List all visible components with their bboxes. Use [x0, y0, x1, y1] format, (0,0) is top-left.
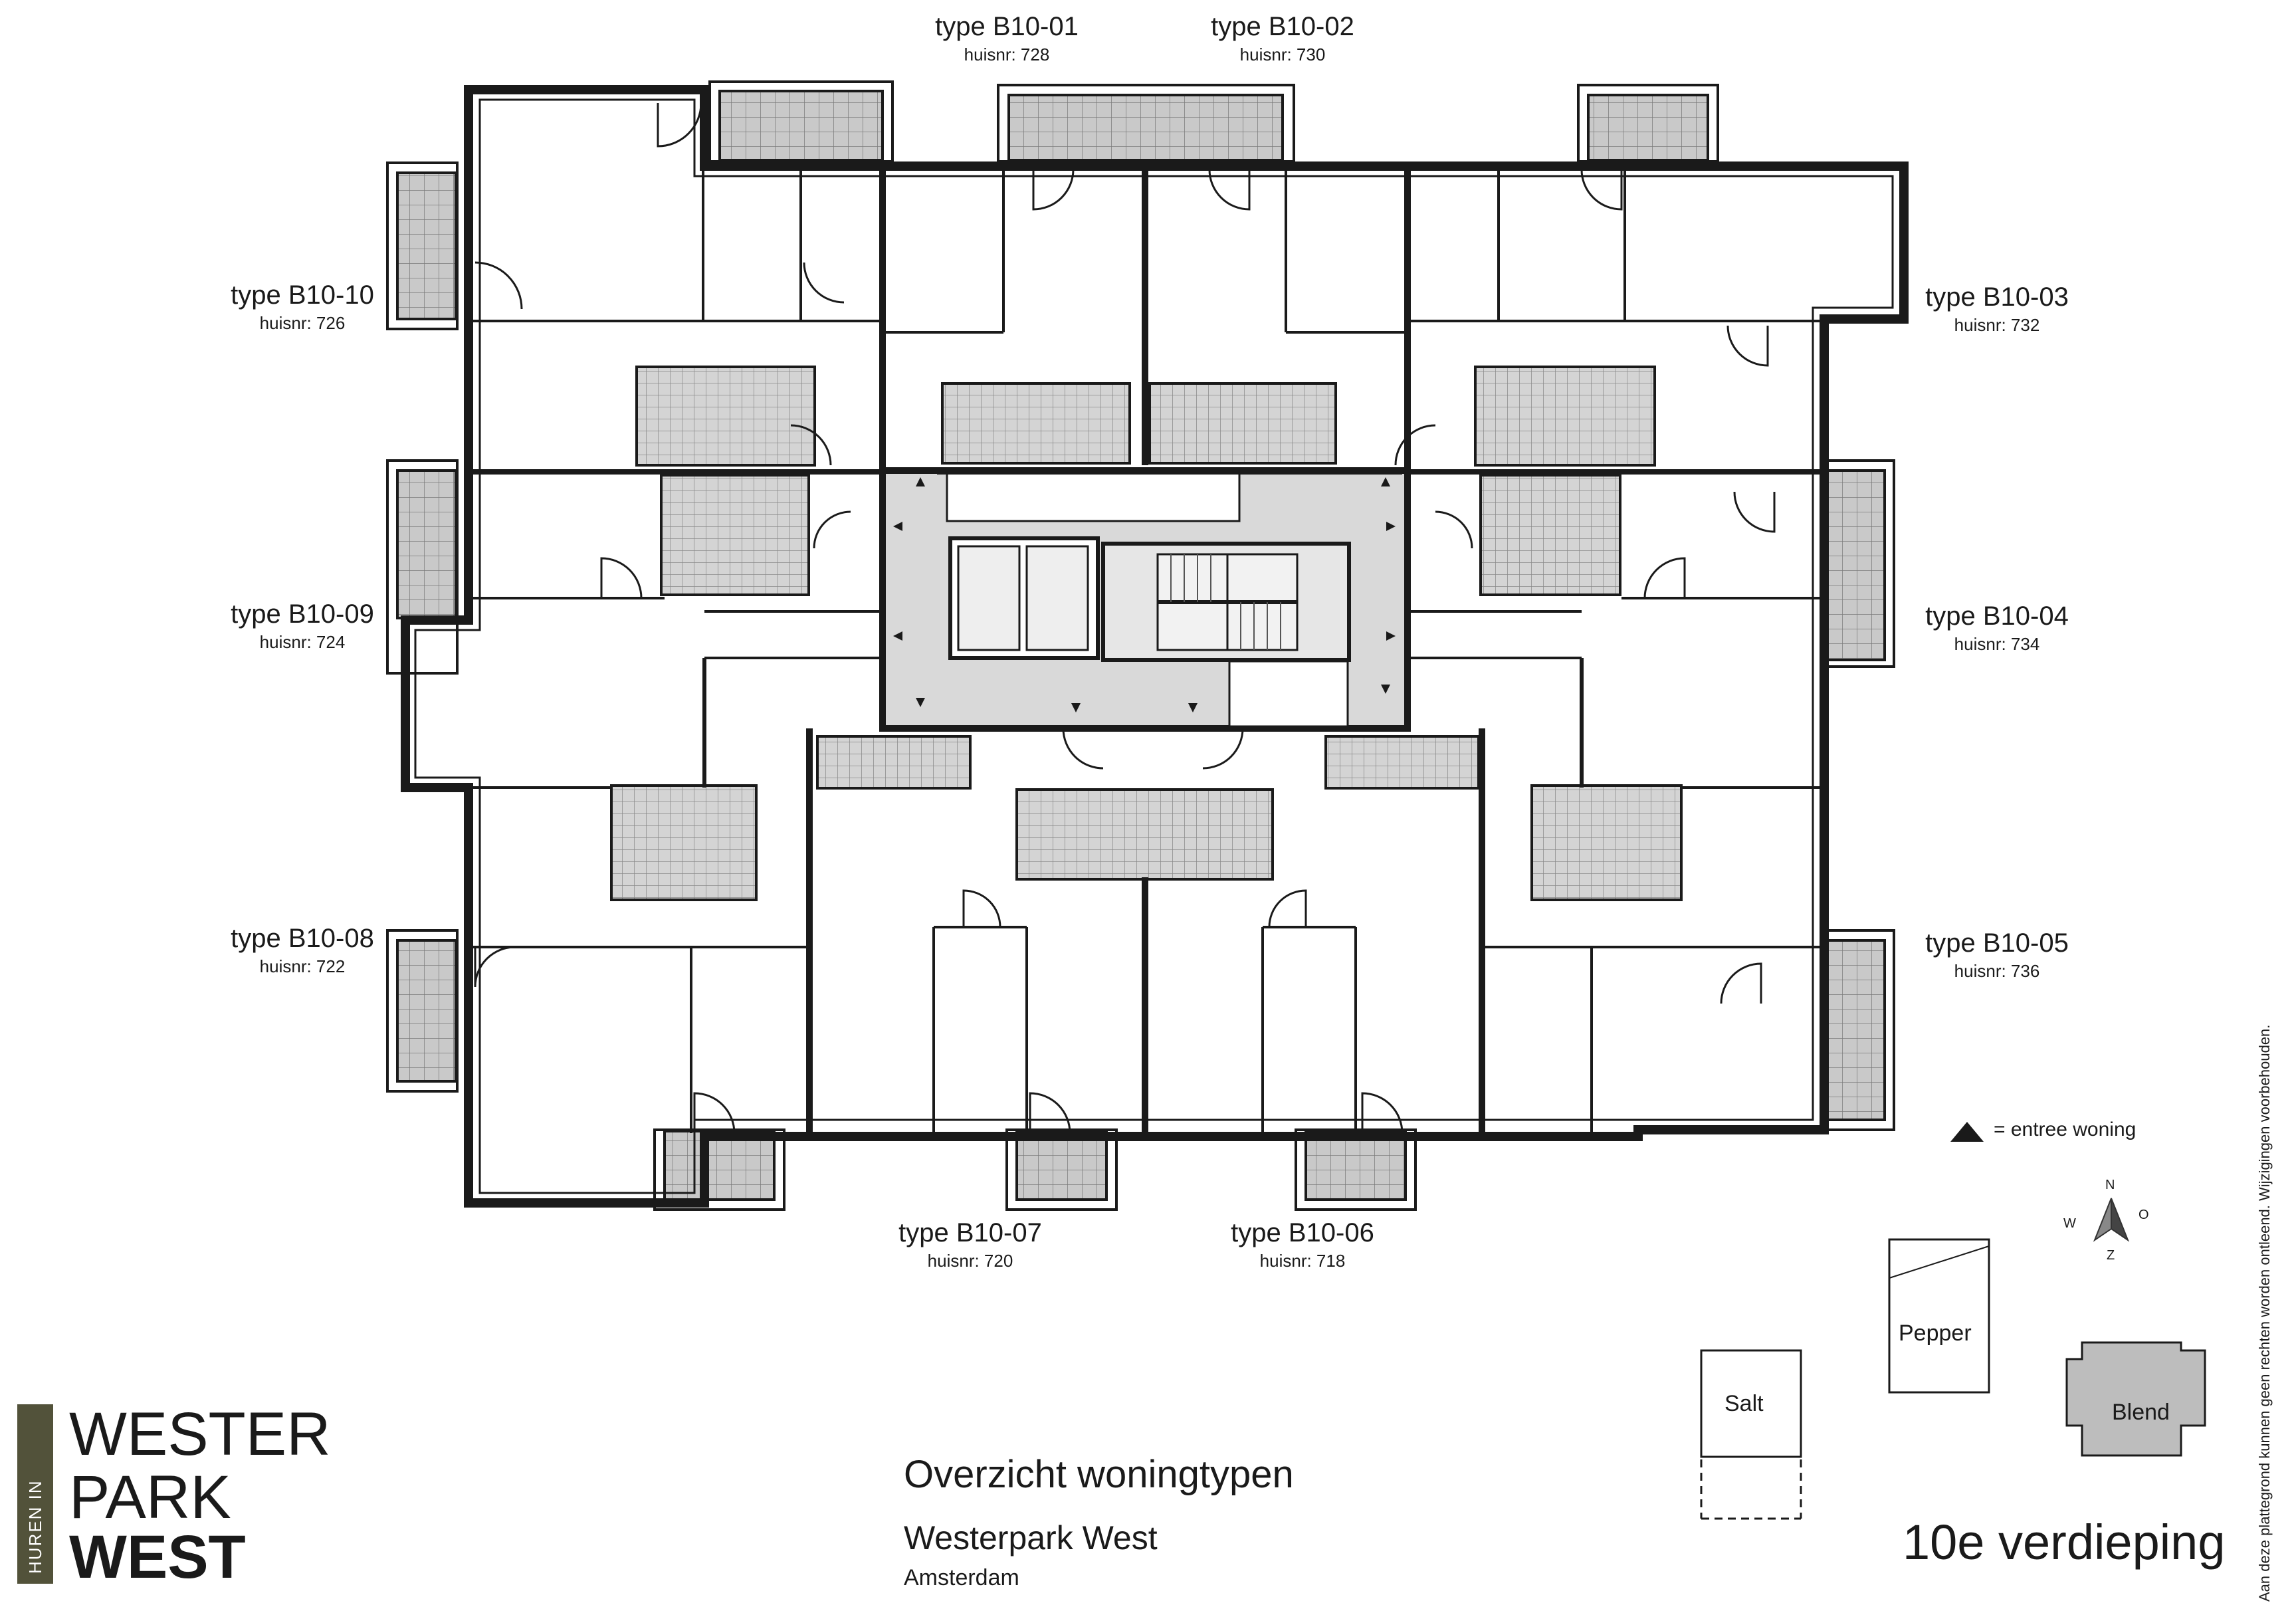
balcony: [396, 939, 457, 1083]
entrance-legend-icon: [1950, 1122, 1984, 1142]
unit-huisnr: huisnr: 730: [1239, 45, 1326, 64]
unit-label-b10-06: type B10-06 huisnr: 718: [1176, 1218, 1429, 1271]
unit-huisnr: huisnr: 718: [1259, 1251, 1346, 1271]
unit-type: type B10-03: [1925, 282, 2069, 312]
unit-type: type B10-01: [935, 12, 1079, 41]
unit-huisnr: huisnr: 720: [927, 1251, 1013, 1271]
balcony: [1015, 1130, 1108, 1201]
unit-type: type B10-10: [231, 280, 374, 310]
unit-label-b10-04: type B10-04 huisnr: 734: [1884, 601, 2110, 655]
balcony: [396, 469, 457, 619]
entrance-markers: [893, 477, 1396, 712]
stair-treads: [1170, 554, 1281, 650]
balcony: [1825, 469, 1886, 661]
site-plan: [1700, 1238, 2206, 1520]
unit-label-b10-05: type B10-05 huisnr: 736: [1884, 928, 2110, 982]
door-swings: [474, 102, 1776, 1134]
balcony: [1825, 939, 1886, 1121]
unit-label-b10-10: type B10-10 huisnr: 726: [189, 280, 415, 334]
unit-type: type B10-04: [1925, 601, 2069, 631]
unit-type: type B10-02: [1211, 12, 1354, 41]
unit-type: type B10-06: [1231, 1218, 1374, 1247]
compass-n: N: [2105, 1178, 2115, 1192]
logo-line-3: WEST: [69, 1523, 246, 1591]
project-name: Westerpark West: [904, 1519, 1158, 1556]
unit-label-b10-09: type B10-09 huisnr: 724: [189, 599, 415, 653]
unit-type: type B10-09: [231, 599, 374, 629]
page-title: Overzicht woningtypen: [904, 1453, 1294, 1496]
unit-label-b10-03: type B10-03 huisnr: 732: [1884, 282, 2110, 336]
entrance-legend-label: = entree woning: [1994, 1119, 2137, 1140]
balconies: [386, 80, 1895, 1211]
blend-label: Blend: [2112, 1400, 2170, 1425]
unit-huisnr: huisnr: 726: [259, 313, 346, 333]
balcony: [718, 90, 884, 161]
unit-type: type B10-07: [898, 1218, 1042, 1247]
logo-line-2: PARK: [69, 1463, 231, 1531]
unit-huisnr: huisnr: 728: [964, 45, 1050, 64]
interior-walls: [469, 169, 1824, 1133]
logo-tag: HUREN IN: [25, 1479, 45, 1574]
unit-huisnr: huisnr: 722: [259, 956, 346, 976]
unit-type: type B10-05: [1925, 928, 2069, 958]
balcony: [663, 1130, 776, 1201]
compass-w: W: [2063, 1216, 2076, 1231]
compass-icon: [2093, 1198, 2130, 1242]
tiled-bathrooms: [610, 366, 1683, 901]
balcony: [1305, 1130, 1407, 1201]
blend-building: [2065, 1341, 2206, 1457]
central-core: [879, 467, 1411, 732]
unit-label-b10-02: type B10-02 huisnr: 730: [1156, 12, 1409, 65]
pepper-building: [1888, 1238, 1990, 1394]
logo-line-1: WESTER: [69, 1400, 331, 1468]
unit-label-b10-07: type B10-07 huisnr: 720: [844, 1218, 1096, 1271]
unit-huisnr: huisnr: 736: [1954, 961, 2040, 981]
salt-building: [1700, 1349, 1802, 1458]
unit-huisnr: huisnr: 732: [1954, 315, 2040, 335]
salt-label: Salt: [1724, 1391, 1764, 1416]
balcony: [1007, 94, 1284, 161]
compass-z: Z: [2107, 1248, 2115, 1263]
unit-type: type B10-08: [231, 924, 374, 953]
compass-o: O: [2139, 1208, 2149, 1222]
unit-label-b10-08: type B10-08 huisnr: 722: [189, 924, 415, 977]
project-city: Amsterdam: [904, 1565, 1019, 1590]
unit-huisnr: huisnr: 734: [1954, 634, 2040, 654]
disclaimer: Aan deze plattegrond kunnen geen rechten…: [2256, 1024, 2273, 1602]
balcony: [396, 171, 457, 320]
balcony: [1587, 94, 1709, 161]
unit-label-b10-01: type B10-01 huisnr: 728: [881, 12, 1133, 65]
logo-tag-bar: HUREN IN: [17, 1404, 53, 1584]
pepper-label: Pepper: [1899, 1321, 1972, 1346]
unit-huisnr: huisnr: 724: [259, 632, 346, 652]
floor-label: 10e verdieping: [1903, 1515, 2226, 1570]
